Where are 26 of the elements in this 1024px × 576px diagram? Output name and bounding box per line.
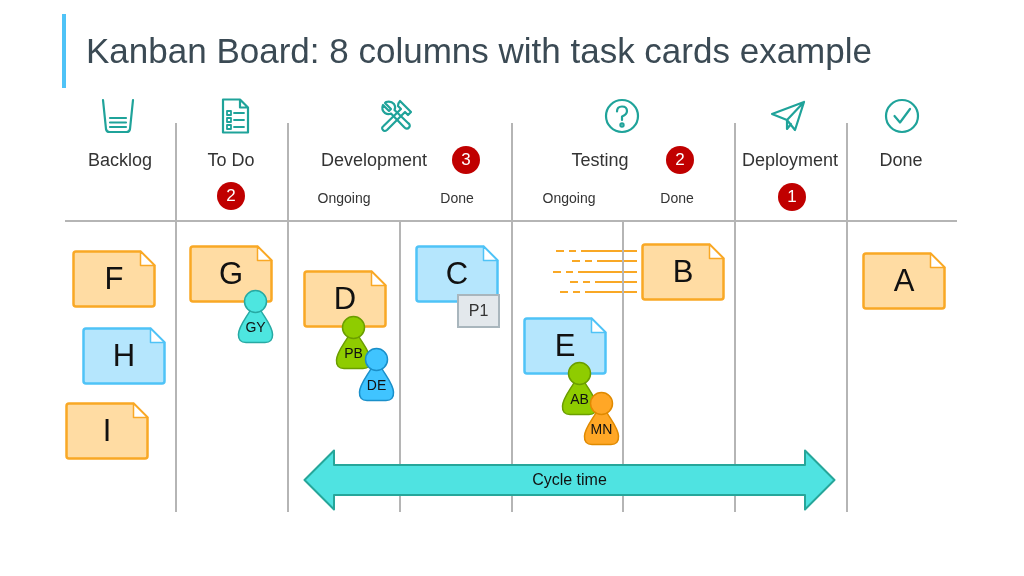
count-badge: 3 [452,146,480,174]
sub-column-title: Ongoing [317,189,371,207]
task-card: B [641,243,725,301]
cycle-time-arrow: Cycle time [303,449,836,511]
sub-column-title: Done [440,189,474,207]
count-badge: 1 [778,183,806,211]
column-title: Backlog [88,149,152,171]
task-card: E [523,317,607,375]
priority-tag: P1 [457,294,500,328]
task-card: I [65,402,149,460]
count-badge: 2 [217,182,245,210]
task-card: D [303,270,387,328]
task-card: G [189,245,273,303]
count-badge: 2 [666,146,694,174]
column-title: Testing [571,149,629,171]
task-card: C [415,245,499,303]
page-title: Kanban Board: 8 columns with task cards example [86,30,872,72]
column-title: Development [320,149,428,171]
sub-column-title: Ongoing [542,189,596,207]
task-card: A [862,252,946,310]
task-card: F [72,250,156,308]
column-title: To Do [207,149,255,171]
column-title: Done [879,149,923,171]
column-title: Deployment [742,149,838,171]
sub-column-title: Done [660,189,694,207]
task-card: H [82,327,166,385]
